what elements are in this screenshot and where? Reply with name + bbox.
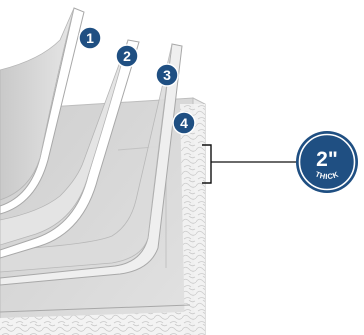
thickness-badge: 2" THICK <box>296 131 358 193</box>
svg-text:4: 4 <box>180 115 188 131</box>
layer-3-badge: 3 <box>155 63 179 87</box>
thickness-unit: THICK <box>314 170 340 182</box>
svg-text:1: 1 <box>86 30 94 46</box>
layer-1-sheet <box>0 7 85 215</box>
layer-4-badge: 4 <box>172 111 196 135</box>
thickness-bracket <box>202 144 297 184</box>
svg-text:3: 3 <box>163 67 171 83</box>
svg-text:2: 2 <box>123 48 131 64</box>
thickness-value: 2" <box>316 148 338 171</box>
layer-2-badge: 2 <box>115 44 139 68</box>
layer-1-badge: 1 <box>78 26 102 50</box>
